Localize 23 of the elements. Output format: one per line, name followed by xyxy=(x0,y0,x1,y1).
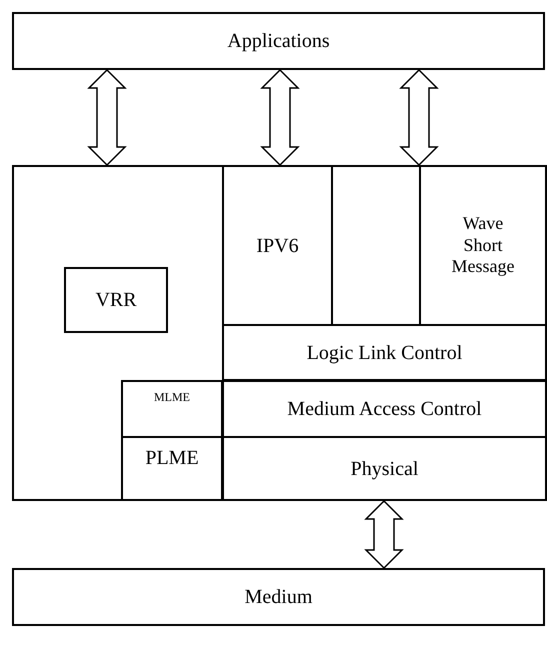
layer-label: Medium xyxy=(244,585,312,609)
layer-label: Medium Access Control xyxy=(287,397,482,421)
stack-frame xyxy=(12,165,547,501)
double-arrow xyxy=(364,500,404,570)
layer-box xyxy=(222,380,547,438)
double-arrow xyxy=(260,68,300,166)
layer-box xyxy=(121,436,223,501)
layer-box xyxy=(64,267,168,333)
layer-label: VRR xyxy=(95,288,137,312)
layer-box xyxy=(222,165,333,326)
layer-box xyxy=(12,12,545,70)
layer-box xyxy=(12,568,545,626)
layer-label: Logic Link Control xyxy=(306,340,462,364)
layer-label: Wave Short Message xyxy=(450,213,516,278)
layer-label: MLME xyxy=(154,390,190,404)
layer-box xyxy=(222,324,547,381)
layer-label: Applications xyxy=(227,29,330,53)
layer-label: Physical xyxy=(350,456,418,480)
double-arrow xyxy=(399,68,439,166)
layer-label: IPV6 xyxy=(256,234,299,258)
layer-box xyxy=(121,380,223,438)
double-arrow xyxy=(87,68,127,166)
layer-label: PLME xyxy=(145,446,199,470)
